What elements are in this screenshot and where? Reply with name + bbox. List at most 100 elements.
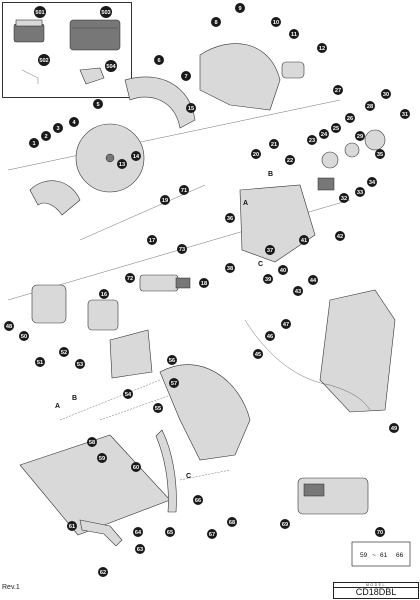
lever-part xyxy=(79,519,123,547)
callout-number: 34 xyxy=(369,180,376,186)
carrying-case-part xyxy=(69,19,121,51)
callout-number: 26 xyxy=(347,116,353,122)
callout-bubble xyxy=(199,278,209,288)
callout-24: 24 xyxy=(319,129,329,139)
callout-41: 41 xyxy=(299,235,309,245)
dust-nozzle-part xyxy=(281,61,305,79)
callout-bubble xyxy=(133,527,143,537)
callout-number: 65 xyxy=(167,530,173,536)
wiring-harness-part xyxy=(244,319,371,411)
callout-number: 51 xyxy=(37,360,43,366)
callout-58: 58 xyxy=(87,437,97,447)
callout-number: 502 xyxy=(39,58,48,64)
callout-bubble xyxy=(59,347,69,357)
callout-bubble xyxy=(53,123,63,133)
callout-number: 59 xyxy=(99,456,105,462)
callout-bubble xyxy=(280,519,290,529)
depth-guide-part xyxy=(155,429,177,513)
base-plate-part xyxy=(19,434,171,536)
callout-13: 13 xyxy=(117,159,127,169)
callout-bubble xyxy=(211,17,221,27)
callout-25: 25 xyxy=(331,123,341,133)
callout-39: 39 xyxy=(263,274,273,284)
callout-bubble xyxy=(154,55,164,65)
range-from: 59 xyxy=(360,552,368,559)
callout-bubble xyxy=(317,43,327,53)
callout-bubble xyxy=(333,85,343,95)
callout-number: 1 xyxy=(32,141,35,147)
callout-bubble xyxy=(265,245,275,255)
callout-number: 29 xyxy=(357,134,363,140)
callout-number: 14 xyxy=(133,154,140,160)
letter-c: C xyxy=(258,261,263,268)
letter-c-lower: C xyxy=(186,473,191,480)
callout-bubble xyxy=(375,527,385,537)
callout-number: 69 xyxy=(282,522,288,528)
callout-16: 16 xyxy=(99,289,109,299)
callout-20: 20 xyxy=(251,149,261,159)
callout-number: 11 xyxy=(291,32,297,38)
callout-51: 51 xyxy=(35,357,45,367)
callout-23: 23 xyxy=(307,135,317,145)
callout-6: 6 xyxy=(154,55,164,65)
model-caption: MODEL xyxy=(334,583,418,588)
stator-part xyxy=(87,299,119,331)
callout-504: 504 xyxy=(105,60,117,72)
callout-number: 70 xyxy=(377,530,383,536)
callout-54: 54 xyxy=(123,389,133,399)
callout-number: 50 xyxy=(21,334,27,340)
handle-part xyxy=(319,289,396,413)
callout-bubble xyxy=(177,244,187,254)
reference-letters: A B C A B C xyxy=(55,171,273,480)
callout-68: 68 xyxy=(227,517,237,527)
callout-number: 10 xyxy=(273,20,279,26)
saw-blade-part xyxy=(75,123,145,193)
callout-9: 9 xyxy=(235,3,245,13)
callout-bubble xyxy=(365,101,375,111)
callout-40: 40 xyxy=(278,265,288,275)
callout-35: 35 xyxy=(375,149,385,159)
callout-number: 9 xyxy=(238,6,241,12)
callout-69: 69 xyxy=(280,519,290,529)
range-to: 66 xyxy=(396,552,404,559)
callout-number: 38 xyxy=(227,266,233,272)
battery-part xyxy=(297,477,369,515)
housing-part xyxy=(239,184,316,263)
callout-36: 36 xyxy=(225,213,235,223)
letter-b: B xyxy=(268,171,273,178)
callout-number: 33 xyxy=(357,190,363,196)
callout-bubble xyxy=(269,139,279,149)
callout-bubble xyxy=(98,567,108,577)
callout-number: 52 xyxy=(61,350,67,356)
callout-number: 62 xyxy=(100,570,106,576)
callout-67: 67 xyxy=(207,529,217,539)
callout-57: 57 xyxy=(169,378,179,388)
callout-bubble xyxy=(253,349,263,359)
callout-number: 73 xyxy=(179,247,185,253)
callout-number: 36 xyxy=(227,216,233,222)
callout-61: 61 xyxy=(67,521,77,531)
callout-number: 21 xyxy=(271,142,277,148)
callout-27: 27 xyxy=(333,85,343,95)
accessory-box xyxy=(2,2,132,98)
callout-bubble xyxy=(278,265,288,275)
callout-number: 53 xyxy=(77,362,83,368)
callout-32: 32 xyxy=(339,193,349,203)
callout-number: 5 xyxy=(96,102,99,108)
callout-bubble xyxy=(41,131,51,141)
callout-bubble xyxy=(345,113,355,123)
callout-bubble xyxy=(100,6,112,18)
callout-number: 54 xyxy=(125,392,132,398)
callout-66: 66 xyxy=(193,495,203,505)
callout-72: 72 xyxy=(125,273,135,283)
callout-bubble xyxy=(400,109,410,119)
callout-number: 24 xyxy=(321,132,328,138)
callout-56: 56 xyxy=(167,355,177,365)
callout-bubble xyxy=(299,235,309,245)
callout-bubble xyxy=(135,544,145,554)
callout-502: 502 xyxy=(38,54,50,66)
callout-bubble xyxy=(381,89,391,99)
battery-charger-part xyxy=(13,19,45,43)
callout-number: 25 xyxy=(333,126,339,132)
callout-bubble xyxy=(160,195,170,205)
